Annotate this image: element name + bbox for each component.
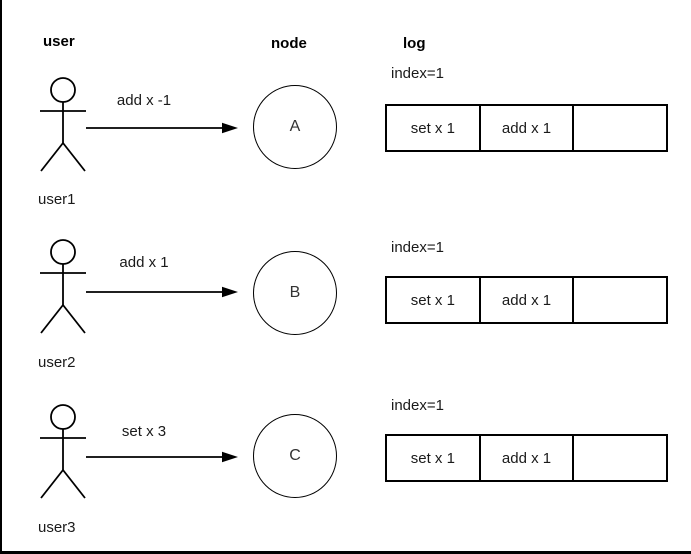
log-cell: add x 1: [481, 436, 575, 480]
node-label: A: [289, 118, 301, 135]
log-cell: set x 1: [387, 106, 481, 150]
request-arrow-icon: [86, 122, 238, 134]
node-circle: B: [253, 251, 337, 335]
log-table: set x 1 add x 1: [385, 434, 668, 482]
log-index-label: index=1: [391, 65, 444, 82]
log-cell: set x 1: [387, 278, 481, 322]
log-cell: [574, 278, 666, 322]
log-index-label: index=1: [391, 239, 444, 256]
request-label: add x 1: [119, 254, 169, 271]
log-cell: [574, 436, 666, 480]
request-label: add x -1: [116, 92, 172, 109]
request-label: set x 3: [121, 423, 167, 440]
log-cell: add x 1: [481, 278, 575, 322]
node-label: B: [289, 284, 301, 301]
actor-label: user1: [38, 191, 76, 208]
actor-label: user3: [38, 519, 76, 536]
request-arrow-icon: [86, 286, 238, 298]
log-table: set x 1 add x 1: [385, 104, 668, 152]
column-header-node: node: [271, 35, 307, 52]
actor-icon: [40, 239, 86, 334]
log-cell: add x 1: [481, 106, 575, 150]
request-arrow-icon: [86, 451, 238, 463]
node-circle: C: [253, 414, 337, 498]
actor-icon: [40, 404, 86, 499]
node-circle: A: [253, 85, 337, 169]
log-cell: set x 1: [387, 436, 481, 480]
column-header-log: log: [403, 35, 426, 52]
actor-icon: [40, 77, 86, 172]
column-header-user: user: [43, 33, 75, 50]
actor-label: user2: [38, 354, 76, 371]
log-index-label: index=1: [391, 397, 444, 414]
log-table: set x 1 add x 1: [385, 276, 668, 324]
node-label: C: [289, 447, 301, 464]
log-cell: [574, 106, 666, 150]
